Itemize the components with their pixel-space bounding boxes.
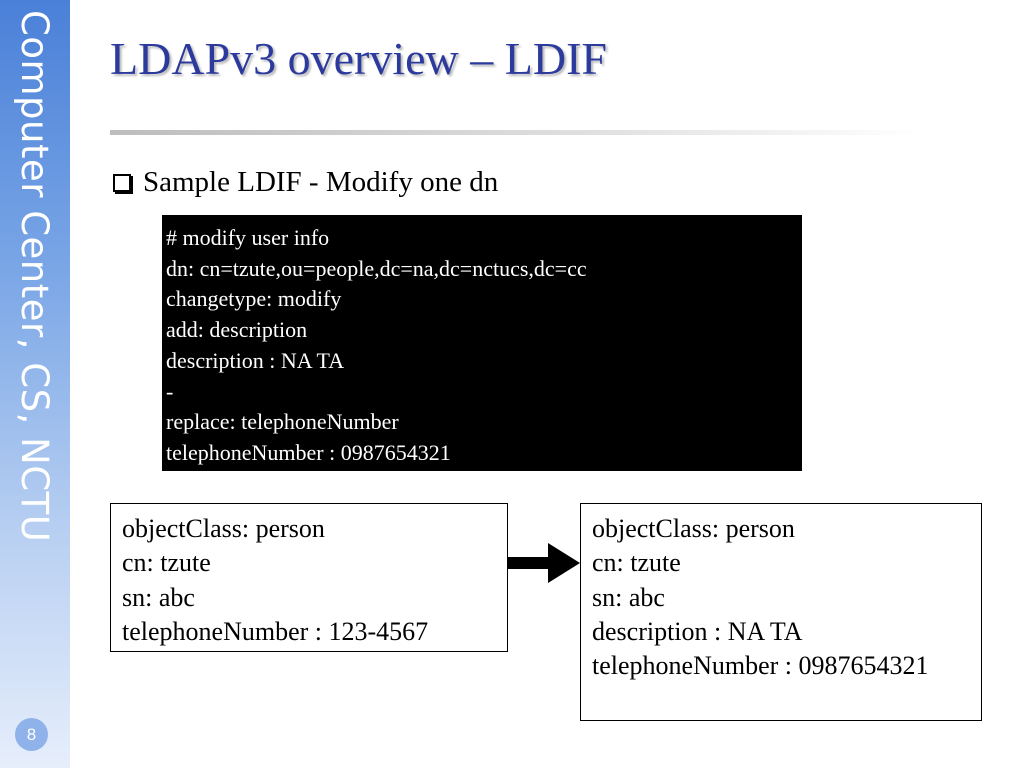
entry-line: objectClass: person <box>592 514 795 543</box>
page-number: 8 <box>15 718 48 751</box>
code-line: dn: cn=tzute,ou=people,dc=na,dc=nctucs,d… <box>166 255 587 281</box>
code-line: replace: telephoneNumber <box>166 409 399 435</box>
entry-line: sn: abc <box>592 582 665 612</box>
code-line: - <box>166 378 174 404</box>
entry-line: objectClass: person <box>122 514 325 543</box>
checkbox-bullet-icon <box>113 173 131 192</box>
title-divider <box>110 130 920 135</box>
entry-line: description : NA TA <box>592 616 803 646</box>
code-line: description : NA TA <box>166 347 345 373</box>
entry-line: cn: tzute <box>592 548 681 578</box>
code-line: changetype: modify <box>166 286 342 312</box>
ldif-code-block: # modify user info dn: cn=tzute,ou=peopl… <box>162 215 802 471</box>
bullet-text: Sample LDIF - Modify one dn <box>143 166 499 198</box>
slide-title: LDAPv3 overview – LDIF <box>110 33 607 84</box>
entry-line: telephoneNumber : 0987654321 <box>592 651 929 681</box>
after-entry-box: objectClass: person cn: tzute sn: abc de… <box>580 503 982 721</box>
bullet-item: Sample LDIF - Modify one dn <box>113 166 498 199</box>
code-line: telephoneNumber : 0987654321 <box>166 439 451 465</box>
sidebar-label: Computer Center, CS, NCTU <box>13 10 56 543</box>
entry-line: sn: abc <box>122 582 195 612</box>
entry-line: telephoneNumber : 123-4567 <box>122 616 429 646</box>
code-line: add: description <box>166 317 308 343</box>
before-entry-box: objectClass: person cn: tzute sn: abc te… <box>110 503 508 652</box>
right-arrow-icon <box>508 543 580 583</box>
sidebar: Computer Center, CS, NCTU <box>0 0 70 768</box>
code-line: # modify user info <box>166 225 330 250</box>
entry-line: cn: tzute <box>122 548 211 578</box>
